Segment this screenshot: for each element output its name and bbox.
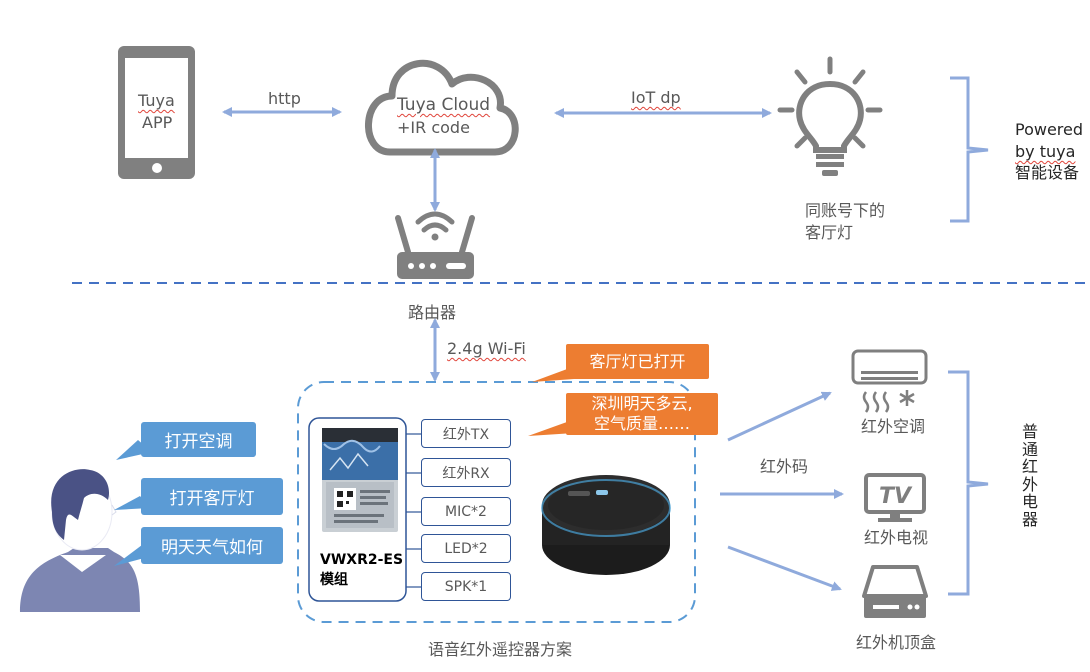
pin-led: LED*2 xyxy=(421,534,511,563)
app-label-line1: Tuya xyxy=(138,91,175,110)
powered-line2: by tuya xyxy=(1015,142,1076,161)
group-char-3: 红 xyxy=(1021,457,1038,476)
speech-bubble-lamp: 打开客厅灯 xyxy=(141,478,283,515)
cloud-label-line2: +IR code xyxy=(397,118,470,137)
pin-spk: SPK*1 xyxy=(421,572,511,601)
appliance-brace xyxy=(948,370,989,596)
module-name-line2: 模组 xyxy=(320,572,348,588)
pin-ir-rx: 红外RX xyxy=(421,458,511,487)
smart-speaker-image xyxy=(541,475,671,575)
module-name-line1: VWXR2-ES xyxy=(320,552,404,568)
tv-label: 红外电视 xyxy=(864,528,929,547)
http-label: http xyxy=(268,89,301,108)
pin-connectors xyxy=(406,433,421,588)
powered-brace xyxy=(950,76,989,223)
user-avatar xyxy=(20,469,140,612)
set-top-box-icon xyxy=(862,565,928,618)
ir-arrow-ac xyxy=(727,391,832,442)
router-label: 路由器 xyxy=(408,303,457,322)
response-bubble-lamp: 客厅灯已打开 xyxy=(566,344,709,379)
group-char-6: 器 xyxy=(1021,509,1038,529)
phone-icon xyxy=(118,46,195,179)
response-bubble-weather: 深圳明天多云, 空气质量…… xyxy=(566,393,718,435)
lamp-label-line2: 客厅灯 xyxy=(805,223,854,242)
ac-label: 红外空调 xyxy=(861,417,926,436)
tv-icon-text: TV xyxy=(879,484,913,509)
group-char-5: 电 xyxy=(1021,492,1038,511)
cloud-label-line1: Tuya Cloud xyxy=(397,95,491,115)
ir-arrow-stb xyxy=(727,545,842,591)
group-char-2: 通 xyxy=(1021,439,1038,459)
lamp-label-line1: 同账号下的 xyxy=(805,201,886,220)
response-weather-line2: 空气质量…… xyxy=(593,414,690,433)
iot-dp-label: IoT dp xyxy=(631,88,681,107)
powered-line3: 智能设备 xyxy=(1015,163,1080,182)
wifi-label: 2.4g Wi-Fi xyxy=(447,339,526,358)
ir-code-label: 红外码 xyxy=(760,457,809,476)
module-chip-image xyxy=(322,428,398,532)
solution-label: 语音红外遥控器方案 xyxy=(428,640,573,659)
pin-mic: MIC*2 xyxy=(421,497,511,526)
response-weather-line1: 深圳明天多云, xyxy=(591,394,693,413)
cloud-icon xyxy=(365,59,519,156)
air-conditioner-icon xyxy=(851,349,928,413)
speech-bubble-weather: 明天天气如何 xyxy=(141,527,283,564)
pin-ir-tx: 红外TX xyxy=(421,419,511,448)
powered-line1: Powered xyxy=(1015,120,1084,139)
appliance-group-label: 普 通 红 外 电 器 xyxy=(1020,423,1040,528)
router-icon xyxy=(395,211,475,279)
speech-bubble-ac: 打开空调 xyxy=(141,422,256,457)
tv-icon: TV xyxy=(864,473,926,522)
solution-box xyxy=(297,381,696,623)
lightbulb-icon xyxy=(777,56,883,176)
app-label-line2: APP xyxy=(142,113,173,132)
stb-label: 红外机顶盒 xyxy=(856,633,937,652)
group-char-1: 普 xyxy=(1021,422,1038,441)
group-char-4: 外 xyxy=(1021,474,1038,494)
